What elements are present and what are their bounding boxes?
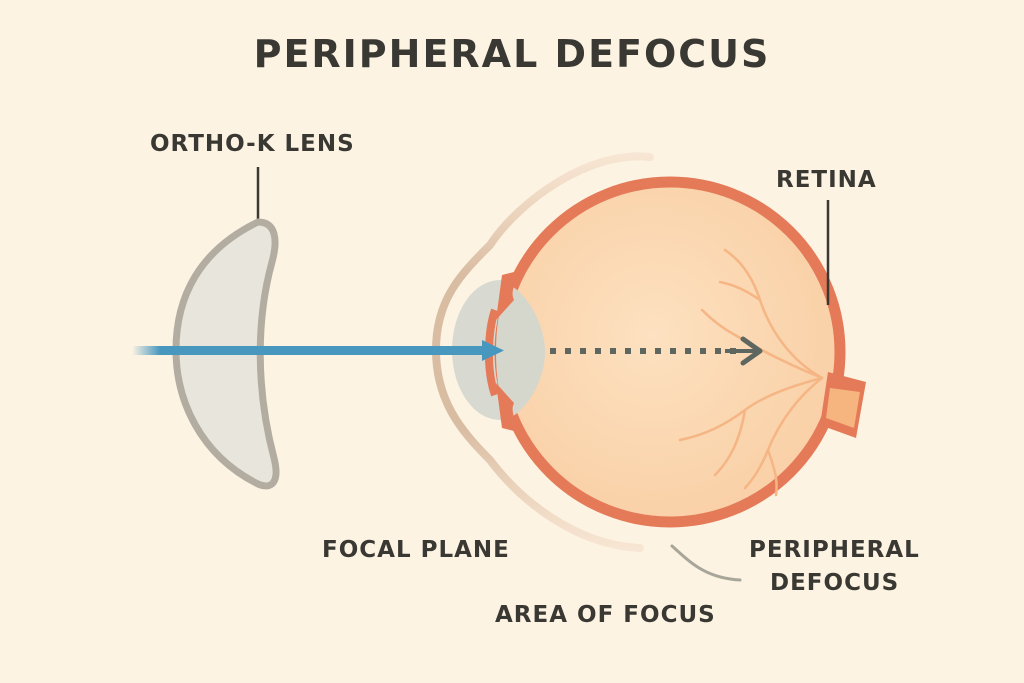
light-ray-arrowhead xyxy=(482,340,504,361)
light-ray-line xyxy=(132,346,484,355)
retinal-veins xyxy=(678,248,824,497)
optic-nerve-core xyxy=(826,388,860,428)
focal-plane-label: FOCAL PLANE xyxy=(322,537,510,563)
peripheral-defocus-leader-curve xyxy=(670,544,742,582)
iris-wedge-bottom xyxy=(496,383,522,433)
focus-arrowhead xyxy=(740,336,763,366)
ortho-k-lens-label: ORTHO-K LENS xyxy=(150,131,355,157)
peripheral-defocus-label-line2: DEFOCUS xyxy=(770,570,900,596)
peripheral-defocus-label-line1: PERIPHERAL xyxy=(749,537,920,563)
crystalline-lens-shape xyxy=(496,285,545,418)
retina-label: RETINA xyxy=(776,167,877,193)
area-of-focus-label: AREA OF FOCUS xyxy=(495,602,716,628)
diagram-title: PERIPHERAL DEFOCUS xyxy=(253,32,771,76)
iris-wedge-top xyxy=(496,270,522,320)
